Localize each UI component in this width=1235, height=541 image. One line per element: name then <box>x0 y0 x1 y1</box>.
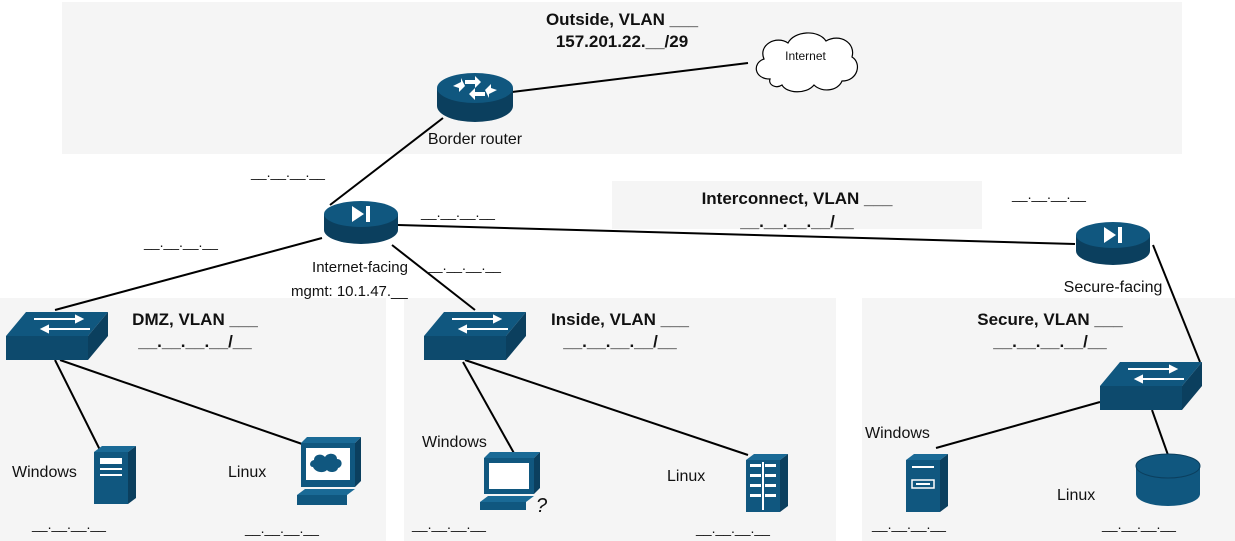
secure-switch-icon <box>1100 362 1202 410</box>
link-dmz-windows <box>54 359 101 451</box>
dmz-windows-server-icon <box>94 446 136 504</box>
internet-facing-mgmt: mgmt: 10.1.47.__ <box>291 283 408 300</box>
inside-switch-icon <box>424 312 526 360</box>
inside-linux-ip: __.__.__.__ <box>696 520 770 536</box>
secure-windows-label: Windows <box>865 425 930 442</box>
link-secure-linux <box>1151 409 1169 456</box>
link-router-firewall <box>329 117 444 206</box>
secure-linux-label: Linux <box>1057 487 1096 504</box>
link-firewall-inside <box>391 244 476 311</box>
border-router-icon <box>437 73 513 122</box>
inside-linux-label: Linux <box>667 468 706 485</box>
link-secure-switch <box>1152 244 1201 363</box>
link-dmz-linux <box>59 359 306 446</box>
secure-facing-firewall-icon <box>1076 222 1150 265</box>
inside-windows-workstation-icon: ? <box>480 452 548 516</box>
svg-text:?: ? <box>536 495 548 516</box>
dmz-windows-ip: __.__.__.__ <box>32 516 106 532</box>
inside-linux-server-icon <box>746 454 788 512</box>
border-router-label: Border router <box>427 131 523 148</box>
dmz-switch-icon <box>6 312 108 360</box>
secure-zone-title: Secure, VLAN ___ <box>977 310 1123 329</box>
dmz-linux-ip: __.__.__.__ <box>245 520 319 536</box>
dmz-linux-workstation-icon <box>297 437 361 505</box>
dmz-zone-title: DMZ, VLAN ___ <box>132 310 258 329</box>
interconnect-zone <box>612 181 982 229</box>
internet-label: Internet <box>785 49 826 63</box>
dmz-windows-label: Windows <box>12 464 77 481</box>
link-router-internet <box>511 62 749 93</box>
internet-facing-firewall-icon <box>324 201 398 244</box>
outside-zone-title: Outside, VLAN ___ <box>545 10 699 29</box>
fw-dmz-ip: __.__.__.__ <box>144 234 218 250</box>
link-firewall-dmz <box>54 237 323 311</box>
secure-windows-ip: __.__.__.__ <box>872 516 946 532</box>
inside-zone-title: Inside, VLAN ___ <box>551 310 689 329</box>
dmz-linux-label: Linux <box>228 464 267 481</box>
secure-facing-label: Secure-facing <box>1063 279 1163 296</box>
link-secure-windows <box>935 401 1101 449</box>
fw-inside-ip: __.__.__.__ <box>427 257 501 273</box>
secure-zone-subnet: __.__.__.__/__ <box>993 332 1107 351</box>
link-inside-linux <box>464 359 749 456</box>
outside-zone-subnet: 157.201.22.__/29 <box>555 32 689 51</box>
interconnect-zone-title: Interconnect, VLAN ___ <box>701 189 893 208</box>
interconnect-zone-subnet: __.__.__.__/__ <box>740 212 854 231</box>
fw-interconnect-ip: __.__.__.__ <box>421 204 495 220</box>
internet-facing-label: Internet-facing <box>312 259 408 276</box>
internet-cloud-icon <box>755 32 859 93</box>
link-inside-windows <box>462 361 516 456</box>
fw-outside-ip: __.__.__.__ <box>251 164 325 180</box>
secure-fw-interconnect-ip: __.__.__.__ <box>1012 186 1086 202</box>
secure-windows-server-icon <box>906 454 948 512</box>
inside-windows-ip: __.__.__.__ <box>412 516 486 532</box>
inside-windows-label: Windows <box>422 434 487 451</box>
link-firewall-secure <box>397 224 1076 245</box>
inside-zone-subnet: __.__.__.__/__ <box>563 332 677 351</box>
dmz-zone-subnet: __.__.__.__/__ <box>138 332 252 351</box>
secure-linux-database-icon <box>1135 453 1201 506</box>
secure-linux-ip: __.__.__.__ <box>1102 516 1176 532</box>
